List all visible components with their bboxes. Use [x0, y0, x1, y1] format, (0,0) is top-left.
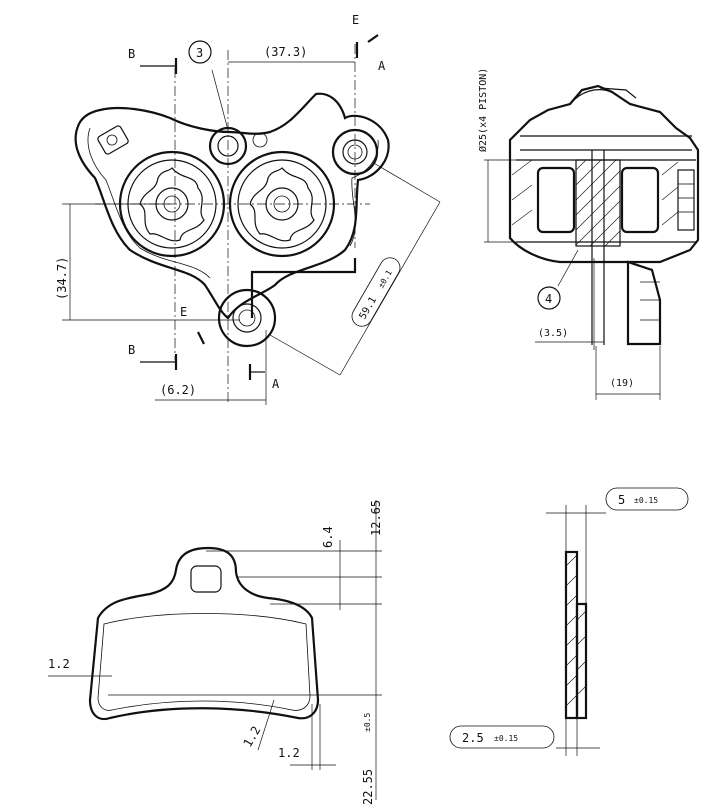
section-b-bottom-label: B — [128, 343, 135, 357]
pad-dim-bottom: 22.55 — [361, 769, 375, 805]
dim-bottom-label: (6.2) — [160, 383, 196, 397]
dim-left-label: (34.7) — [55, 257, 69, 300]
dim-top-label: (37.3) — [264, 45, 307, 59]
pad-dim-bottom-tolerance: ±0.5 — [363, 713, 372, 732]
caliper-side-view: Ø25(x4 PISTON) 4 (3.5) (19) — [477, 68, 700, 400]
side-pad-right — [620, 166, 660, 234]
pad-outline — [88, 546, 320, 721]
pad-dim-top: 12.65 — [369, 500, 383, 536]
pad-friction-outline — [97, 613, 311, 711]
caliper-front-view: B B A A E E 3 (37.3) (34.7) (6.2) 59.1 ±… — [55, 13, 441, 405]
pad-dim-total-tolerance: ±0.15 — [634, 496, 658, 505]
pad-dim-edge-bottom: 1.2 — [278, 746, 300, 760]
side-outline — [508, 84, 700, 264]
section-e-bottom-label: E — [180, 305, 187, 319]
pad-dim-backplate: 2.5 — [462, 731, 484, 745]
side-pad-left — [536, 166, 576, 234]
section-a-bottom-label: A — [272, 377, 280, 391]
dim-small-label: (3.5) — [538, 328, 568, 339]
balloon-3-label: 3 — [196, 46, 203, 60]
pad-side-view: 5 ±0.15 2.5 ±0.15 — [449, 487, 689, 756]
pad-dim-total: 5 — [618, 493, 625, 507]
pad-front-view: 12.65 6.4 22.55 ±0.5 1.2 1.2 1.2 — [48, 500, 383, 805]
caliper-outline — [74, 92, 390, 320]
bleed-nut — [97, 125, 129, 155]
piston-label: Ø25(x4 PISTON) — [477, 68, 489, 152]
mount-hole-bottom — [217, 288, 277, 348]
pad-tab-hole — [190, 565, 222, 593]
section-e-label: E — [352, 13, 359, 27]
pad-dim-backplate-tolerance: ±0.15 — [494, 734, 518, 743]
pad-dim-edge-diag: 1.2 — [240, 724, 263, 750]
dim-width-label: (19) — [610, 378, 634, 389]
pad-dim-edge-left: 1.2 — [48, 657, 70, 671]
pad-dim-tab: 6.4 — [321, 526, 335, 548]
balloon-3 — [188, 40, 212, 64]
pad-friction-material — [575, 602, 588, 720]
balloon-4 — [537, 286, 561, 310]
balloon-4-label: 4 — [545, 292, 552, 306]
section-b-label: B — [128, 47, 135, 61]
section-a-label: A — [378, 59, 386, 73]
